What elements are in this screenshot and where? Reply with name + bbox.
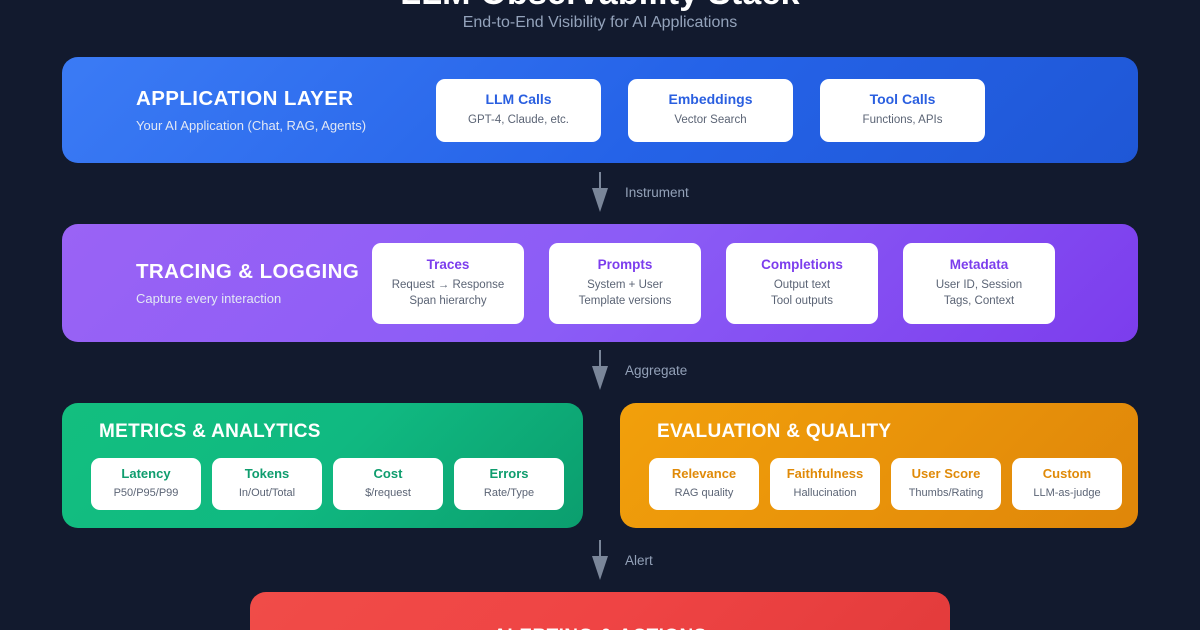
card-title: LLM Calls — [485, 91, 552, 108]
card-faithfulness[interactable]: Faithfulness Hallucination — [770, 458, 880, 510]
layer-tracing[interactable]: TRACING & LOGGING Capture every interact… — [62, 224, 1138, 342]
card-title: Traces — [426, 256, 470, 272]
connector-aggregate: Aggregate — [589, 350, 687, 390]
card-latency[interactable]: Latency P50/P95/P99 — [91, 458, 201, 510]
card-subtitle: RAG quality — [674, 487, 734, 500]
arrow-down-icon — [589, 172, 611, 212]
layer-metrics-title: METRICS & ANALYTICS — [99, 421, 321, 442]
card-errors[interactable]: Errors Rate/Type — [454, 458, 564, 510]
card-title: Relevance — [671, 466, 737, 482]
page-title: LLM Observability Stack — [0, 0, 1200, 13]
layer-tracing-subtitle: Capture every interaction — [136, 291, 282, 306]
card-title: Completions — [761, 256, 843, 272]
layer-alerting-title: ALERTING & ACTIONS — [493, 626, 706, 630]
layer-tracing-title: TRACING & LOGGING — [136, 260, 360, 283]
connector-instrument-label: Instrument — [625, 184, 689, 200]
card-title: Tokens — [244, 466, 290, 482]
card-tokens[interactable]: Tokens In/Out/Total — [212, 458, 322, 510]
card-title: Custom — [1042, 466, 1092, 482]
card-title: Errors — [489, 466, 529, 482]
layer-application-text: APPLICATION LAYER Your AI Application (C… — [136, 87, 436, 133]
card-subtitle: P50/P95/P99 — [113, 487, 179, 500]
card-custom[interactable]: Custom LLM-as-judge — [1012, 458, 1122, 510]
card-relevance[interactable]: Relevance RAG quality — [649, 458, 759, 510]
card-title: Metadata — [949, 256, 1009, 272]
card-subtitle: Rate/Type — [483, 487, 535, 500]
connector-instrument: Instrument — [589, 172, 689, 212]
card-cost[interactable]: Cost $/request — [333, 458, 443, 510]
application-card-row: LLM Calls GPT-4, Claude, etc. Embeddings… — [436, 78, 985, 142]
card-title: Latency — [121, 466, 171, 482]
connector-alert-label: Alert — [625, 552, 653, 568]
layer-application-subtitle: Your AI Application (Chat, RAG, Agents) — [136, 118, 367, 133]
card-subtitle: LLM-as-judge — [1033, 487, 1101, 500]
layer-tracing-text: TRACING & LOGGING Capture every interact… — [136, 260, 372, 306]
card-subtitle: $/request — [365, 487, 411, 500]
card-tool-calls[interactable]: Tool Calls Functions, APIs — [820, 78, 985, 142]
card-title: Tool Calls — [869, 91, 936, 108]
layer-application-title: APPLICATION LAYER — [136, 87, 354, 110]
card-title: Faithfulness — [786, 466, 864, 482]
card-subtitle: Vector Search — [674, 114, 747, 127]
card-embeddings[interactable]: Embeddings Vector Search — [628, 78, 793, 142]
card-subtitle: Hallucination — [793, 487, 857, 500]
arrow-down-icon — [589, 350, 611, 390]
arrow-down-icon — [589, 540, 611, 580]
card-subtitle: In/Out/Total — [238, 487, 296, 500]
card-subtitle: GPT-4, Claude, etc. — [468, 114, 569, 127]
evaluation-card-row: Relevance RAG quality Faithfulness Hallu… — [649, 458, 1122, 510]
card-title: Prompts — [597, 256, 653, 272]
layer-application[interactable]: APPLICATION LAYER Your AI Application (C… — [62, 57, 1138, 163]
card-title: Embeddings — [668, 91, 753, 108]
card-title: Cost — [373, 466, 403, 482]
card-subtitle: Thumbs/Rating — [908, 487, 984, 500]
card-title: User Score — [911, 466, 981, 482]
layer-metrics[interactable]: METRICS & ANALYTICS Latency P50/P95/P99 … — [62, 403, 583, 528]
connector-aggregate-label: Aggregate — [625, 362, 688, 378]
card-llm-calls[interactable]: LLM Calls GPT-4, Claude, etc. — [436, 78, 601, 142]
layer-alerting[interactable]: ALERTING & ACTIONS — [250, 592, 950, 630]
connector-alert: Alert — [589, 540, 653, 580]
layer-evaluation[interactable]: EVALUATION & QUALITY Relevance RAG quali… — [620, 403, 1138, 528]
page-subtitle: End-to-End Visibility for AI Application… — [462, 14, 738, 31]
layer-evaluation-title: EVALUATION & QUALITY — [657, 421, 892, 442]
metrics-card-row: Latency P50/P95/P99 Tokens In/Out/Total … — [91, 458, 564, 510]
card-subtitle: Functions, APIs — [862, 114, 943, 127]
card-user-score[interactable]: User Score Thumbs/Rating — [891, 458, 1001, 510]
